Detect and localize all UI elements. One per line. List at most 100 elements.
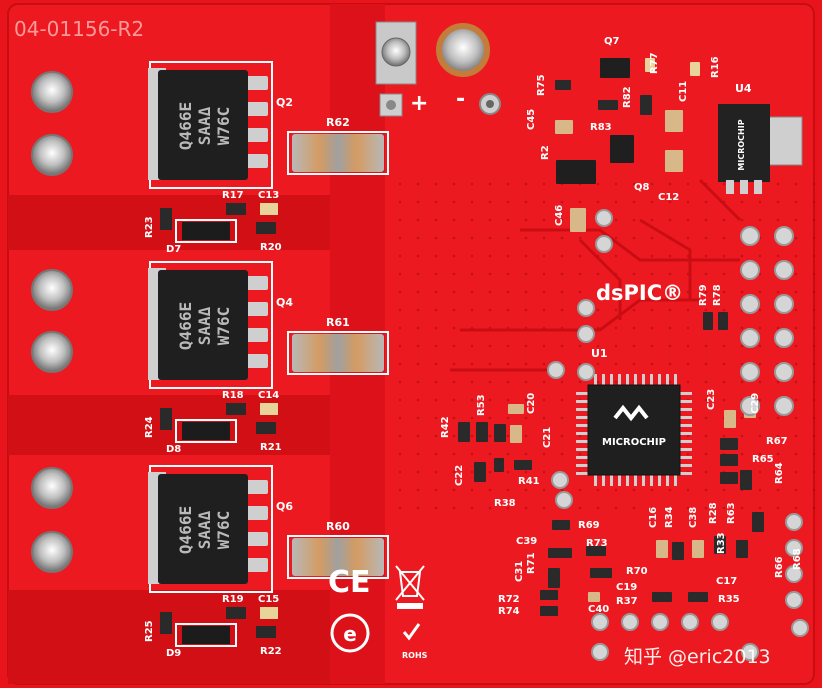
smd-component (555, 120, 573, 134)
svg-text:R25: R25 (144, 620, 155, 642)
svg-text:C13: C13 (258, 190, 279, 201)
test-pad (651, 613, 669, 631)
rohs-label: ROHS (402, 651, 428, 660)
smd-component (476, 422, 488, 442)
mosfet-marking: Q466E (176, 102, 195, 150)
mosfet-ref: Q6 (276, 500, 293, 513)
mosfet-marking: SAAΔ (195, 306, 214, 345)
dspic-brand-label: dsPIC® (596, 281, 683, 305)
designator-label: R83 (590, 122, 612, 133)
test-pad (591, 613, 609, 631)
designator-label: R68 (792, 548, 803, 570)
designator-label: R78 (712, 284, 723, 306)
designator-label: C11 (678, 81, 689, 102)
smd-component (665, 150, 683, 172)
designator-label: C39 (516, 536, 537, 547)
smd-component (474, 462, 486, 482)
smd-component (703, 312, 713, 330)
designator-label: R74 (498, 606, 520, 617)
smd-component (720, 454, 738, 466)
mosfet-q6 (158, 474, 248, 584)
mcu-ref-label: U1 (591, 347, 608, 360)
designator-label: R69 (578, 520, 600, 531)
smd-component (740, 470, 752, 490)
shunt-ref: R62 (326, 116, 350, 129)
designator-label: C23 (706, 389, 717, 410)
smd-component (724, 410, 736, 428)
designator-label: R34 (664, 506, 675, 528)
designator-label: R66 (774, 556, 785, 578)
regulator-ref-label: U4 (735, 82, 752, 95)
smd-component (720, 472, 738, 484)
designator-label: R82 (622, 86, 633, 108)
test-pad (551, 471, 569, 489)
header-pin (774, 260, 794, 280)
recycle-icon: e (330, 613, 370, 653)
designator-label: R42 (440, 416, 451, 438)
test-pad (547, 361, 565, 379)
designator-label: R79 (698, 284, 709, 306)
smd-component (672, 542, 684, 560)
ce-mark: CE (328, 565, 371, 600)
header-pin (740, 226, 760, 246)
shunt-resistor (292, 538, 384, 576)
smd-component (645, 58, 655, 72)
header-pin (740, 328, 760, 348)
designator-label: C46 (554, 205, 565, 226)
test-pad (595, 235, 613, 253)
designator-label: R71 (526, 552, 537, 574)
mosfet-marking: W76C (214, 107, 233, 146)
smd-component (665, 110, 683, 132)
designator-label: Q7 (604, 36, 620, 47)
designator-label: R64 (774, 462, 785, 484)
smd-component (688, 592, 708, 602)
test-pad (577, 325, 595, 343)
mosfet-marking: SAAΔ (195, 510, 214, 549)
designator-label: C29 (750, 393, 761, 414)
shunt-resistor (292, 334, 384, 372)
test-pad (785, 591, 803, 609)
header-pin (740, 396, 760, 416)
designator-label: C20 (526, 393, 537, 414)
designator-label: R67 (766, 436, 788, 447)
svg-text:R17: R17 (222, 190, 244, 201)
svg-text:C15: C15 (258, 594, 279, 605)
diode (182, 222, 230, 240)
svg-text:R19: R19 (222, 594, 244, 605)
smd-component (690, 62, 700, 76)
mosfet-marking: W76C (214, 307, 233, 346)
smd-component (718, 312, 728, 330)
svg-text:R20: R20 (260, 242, 282, 253)
designator-label: R70 (626, 566, 648, 577)
test-pad (741, 643, 759, 661)
diode (182, 626, 230, 644)
smd-component (510, 425, 522, 443)
test-pad (791, 619, 809, 637)
watermark-text: 知乎 @eric2013 (624, 646, 771, 668)
power-terminal-screws (31, 21, 501, 573)
svg-text:R23: R23 (144, 216, 155, 238)
designator-label: R2 (540, 145, 551, 160)
designator-label: C12 (658, 192, 679, 203)
test-pad (621, 613, 639, 631)
test-pad (595, 209, 613, 227)
designator-label: C21 (542, 427, 553, 448)
designator-label: Q8 (634, 182, 650, 193)
designator-label: R65 (752, 454, 774, 465)
designator-label: R77 (649, 52, 660, 74)
smd-component (640, 95, 652, 115)
smd-component (494, 458, 504, 472)
mosfet-marking: SAAΔ (195, 106, 214, 145)
mosfet-marking: W76C (214, 511, 233, 550)
svg-text:D8: D8 (166, 444, 181, 455)
rohs-check-icon (402, 623, 421, 641)
smd-component (692, 540, 704, 558)
designator-label: R73 (586, 538, 608, 549)
svg-text:R22: R22 (260, 646, 282, 657)
designator-label: R63 (726, 502, 737, 524)
svg-text:R24: R24 (144, 416, 155, 438)
weee-bin-icon (395, 565, 425, 609)
svg-text:R21: R21 (260, 442, 282, 453)
smd-component (540, 590, 558, 600)
header-pin (740, 362, 760, 382)
